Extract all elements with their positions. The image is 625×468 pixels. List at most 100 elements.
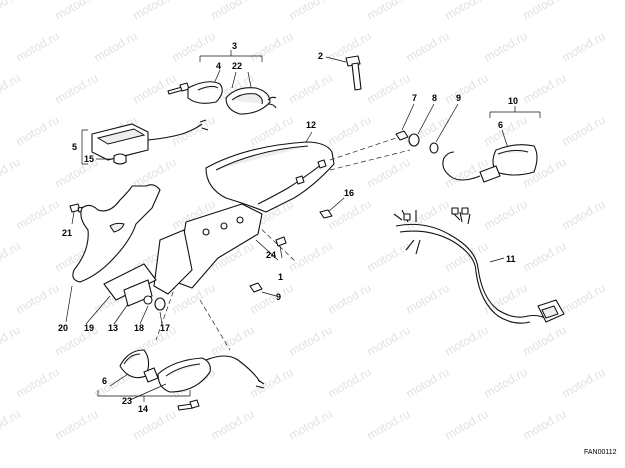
label-14: 14 bbox=[138, 404, 148, 414]
watermark-text: motod.ru bbox=[560, 281, 608, 317]
watermark-text: motod.ru bbox=[560, 29, 608, 65]
watermark-text: motod.ru bbox=[443, 0, 491, 23]
watermark-text: motod.ru bbox=[365, 239, 413, 275]
watermark-text: motod.ru bbox=[521, 323, 569, 359]
label-10: 10 bbox=[508, 96, 518, 106]
watermark-text: motod.ru bbox=[14, 197, 62, 233]
label-1: 1 bbox=[278, 272, 283, 282]
watermark-text: motod.ru bbox=[365, 155, 413, 191]
watermark-text: motod.ru bbox=[404, 365, 452, 401]
watermark-text: motod.ru bbox=[482, 29, 530, 65]
watermark-text: motod.ru bbox=[287, 0, 335, 23]
label-6-left: 6 bbox=[102, 376, 107, 386]
watermark-text: motod.ru bbox=[443, 239, 491, 275]
watermark-text: motod.ru bbox=[14, 113, 62, 149]
watermark-text: motod.ru bbox=[404, 281, 452, 317]
watermark-text: motod.ru bbox=[287, 323, 335, 359]
watermark-text: motod.ru bbox=[560, 365, 608, 401]
part-20-plate bbox=[65, 184, 161, 323]
part-2-bolt bbox=[325, 55, 362, 91]
watermark-text: motod.ru bbox=[14, 365, 62, 401]
watermark-text: motod.ru bbox=[0, 407, 23, 443]
watermark-text: motod.ru bbox=[365, 323, 413, 359]
label-11: 11 bbox=[506, 254, 516, 264]
watermark-text: motod.ru bbox=[53, 0, 101, 23]
watermark-text: motod.ru bbox=[53, 407, 101, 443]
label-9-mid: 9 bbox=[276, 292, 281, 302]
part-12-tail-cowl bbox=[205, 131, 335, 213]
label-6-right: 6 bbox=[498, 120, 503, 130]
watermark-text: motod.ru bbox=[560, 197, 608, 233]
watermark-text: motod.ru bbox=[365, 71, 413, 107]
watermark-text: motod.ru bbox=[482, 113, 530, 149]
label-2: 2 bbox=[318, 51, 323, 61]
watermark-text: motod.ru bbox=[560, 113, 608, 149]
watermark-text: motod.ru bbox=[521, 407, 569, 443]
watermark-text: motod.ru bbox=[365, 0, 413, 23]
callout-labels: 3 4 22 2 5 15 12 7 8 9 10 6 16 21 24 1 9… bbox=[58, 41, 617, 456]
label-3: 3 bbox=[232, 41, 237, 51]
part-group-14 bbox=[97, 349, 265, 411]
part-11-wiring-harness bbox=[393, 207, 565, 324]
label-8: 8 bbox=[432, 93, 437, 103]
label-20: 20 bbox=[58, 323, 68, 333]
label-16: 16 bbox=[344, 188, 354, 198]
label-23: 23 bbox=[122, 396, 132, 406]
watermark-text: motod.ru bbox=[248, 365, 296, 401]
watermark-text: motod.ru bbox=[0, 71, 23, 107]
watermark-text: motod.ru bbox=[404, 197, 452, 233]
watermark-text: motod.ru bbox=[209, 323, 257, 359]
watermark-text: motod.ru bbox=[14, 281, 62, 317]
watermark-text: motod.ru bbox=[521, 0, 569, 23]
watermark-text: motod.ru bbox=[0, 155, 23, 191]
watermark-text: motod.ru bbox=[365, 407, 413, 443]
label-12: 12 bbox=[306, 120, 316, 130]
watermark-text: motod.ru bbox=[521, 71, 569, 107]
watermark-text: motod.ru bbox=[326, 113, 374, 149]
label-24: 24 bbox=[266, 250, 276, 260]
part-7-8-9-fasteners bbox=[395, 103, 459, 154]
watermark-text: motod.ru bbox=[287, 71, 335, 107]
label-7: 7 bbox=[412, 93, 417, 103]
watermark-text: motod.ru bbox=[287, 239, 335, 275]
part-group-3 bbox=[167, 50, 277, 115]
drawing-code: FAN00112 bbox=[584, 449, 617, 456]
watermark-text: motod.ru bbox=[0, 239, 23, 275]
watermark-text: motod.ru bbox=[326, 197, 374, 233]
watermark-text: motod.ru bbox=[209, 407, 257, 443]
watermark-text: motod.ru bbox=[14, 29, 62, 65]
watermark-text: motod.ru bbox=[92, 29, 140, 65]
watermark-text: motod.ru bbox=[443, 71, 491, 107]
watermark-text: motod.ru bbox=[326, 365, 374, 401]
watermark-text: motod.ru bbox=[482, 281, 530, 317]
label-15: 15 bbox=[84, 154, 94, 164]
watermark-text: motod.ru bbox=[482, 365, 530, 401]
watermark-text: motod.ru bbox=[131, 71, 179, 107]
label-21: 21 bbox=[62, 228, 72, 238]
watermark-text: motod.ru bbox=[53, 71, 101, 107]
watermark-text: motod.ru bbox=[326, 281, 374, 317]
part-16-nut bbox=[319, 197, 345, 219]
watermark-text: motod.ru bbox=[170, 29, 218, 65]
watermark-text: motod.ru bbox=[0, 0, 23, 23]
watermark-text: motod.ru bbox=[404, 29, 452, 65]
watermark-text: motod.ru bbox=[248, 29, 296, 65]
label-4: 4 bbox=[216, 61, 221, 71]
label-22-top: 22 bbox=[232, 61, 242, 71]
label-9-top: 9 bbox=[456, 93, 461, 103]
watermark-text: motod.ru bbox=[170, 113, 218, 149]
part-1-bracket-assembly bbox=[85, 203, 287, 325]
watermark-text: motod.ru bbox=[443, 407, 491, 443]
watermark-text: motod.ru bbox=[287, 407, 335, 443]
watermark-text: motod.ru bbox=[131, 0, 179, 23]
label-5: 5 bbox=[72, 142, 77, 152]
watermark-text: motod.ru bbox=[482, 197, 530, 233]
watermark-text: motod.ru bbox=[209, 0, 257, 23]
watermark-text: motod.ru bbox=[0, 323, 23, 359]
watermark-text: motod.ru bbox=[521, 239, 569, 275]
label-17: 17 bbox=[160, 323, 170, 333]
part-group-5 bbox=[81, 119, 209, 165]
label-13: 13 bbox=[108, 323, 118, 333]
label-19: 19 bbox=[84, 323, 94, 333]
